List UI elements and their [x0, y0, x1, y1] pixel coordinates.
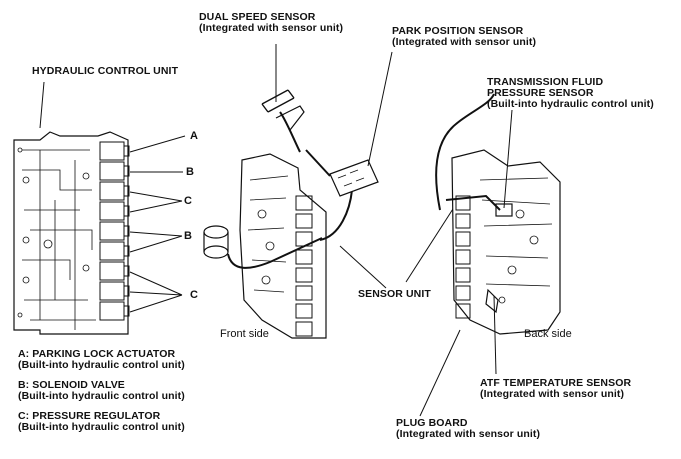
atf-temperature-sensor-title: ATF TEMPERATURE SENSOR	[480, 377, 632, 389]
legend-item-b-title: B: SOLENOID VALVE	[18, 379, 125, 391]
legend-item-a: A: PARKING LOCK ACTUATOR (Built-into hyd…	[18, 349, 185, 371]
dual-speed-sensor-title: DUAL SPEED SENSOR	[199, 11, 316, 23]
label-park-position-sensor: PARK POSITION SENSOR (Integrated with se…	[392, 26, 536, 48]
plug-board-sub: (Integrated with sensor unit)	[396, 428, 541, 440]
legend-item-a-title: A: PARKING LOCK ACTUATOR	[18, 348, 176, 360]
callout-letter-c-lower: C	[190, 289, 198, 301]
legend-item-c-sub: (Built-into hydraulic control unit)	[18, 421, 185, 433]
hcu-leader	[39, 81, 45, 129]
label-plug-board: PLUG BOARD (Integrated with sensor unit)	[396, 418, 540, 440]
label-back-side: Back side	[524, 328, 572, 340]
callout-letter-b-upper: B	[186, 166, 194, 178]
legend-item-b-sub: (Built-into hydraulic control unit)	[18, 390, 185, 402]
label-front-side: Front side	[220, 328, 269, 340]
park-position-sensor-title: PARK POSITION SENSOR	[392, 25, 524, 37]
callout-letter-b-lower: B	[184, 230, 192, 242]
park-position-sensor-sub: (Integrated with sensor unit)	[392, 36, 537, 48]
legend-item-c: C: PRESSURE REGULATOR (Built-into hydrau…	[18, 411, 185, 433]
label-atf-temperature-sensor: ATF TEMPERATURE SENSOR (Integrated with …	[480, 378, 631, 400]
hydraulic-control-unit-drawing	[13, 131, 130, 335]
fluid-pressure-sensor-line2: PRESSURE SENSOR	[487, 87, 594, 99]
legend-item-c-title: C: PRESSURE REGULATOR	[18, 410, 161, 422]
atf-temperature-sensor-sub: (Integrated with sensor unit)	[480, 388, 625, 400]
label-fluid-pressure-sensor: TRANSMISSION FLUID PRESSURE SENSOR (Buil…	[487, 77, 654, 110]
legend-item-a-sub: (Built-into hydraulic control unit)	[18, 359, 185, 371]
dual-speed-sensor-sub: (Integrated with sensor unit)	[199, 22, 344, 34]
callout-letter-c-upper: C	[184, 195, 192, 207]
label-dual-speed-sensor: DUAL SPEED SENSOR (Integrated with senso…	[199, 12, 343, 34]
back-side-drawing	[435, 93, 561, 335]
legend-item-b: B: SOLENOID VALVE (Built-into hydraulic …	[18, 380, 185, 402]
fluid-pressure-sensor-sub: (Built-into hydraulic control unit)	[487, 98, 654, 110]
label-sensor-unit: SENSOR UNIT	[358, 288, 431, 300]
label-hydraulic-control-unit: HYDRAULIC CONTROL UNIT	[32, 65, 179, 77]
callout-letter-a: A	[190, 130, 198, 142]
fluid-pressure-sensor-line1: TRANSMISSION FLUID	[487, 76, 604, 88]
front-side-drawing	[203, 89, 379, 339]
plug-board-title: PLUG BOARD	[396, 417, 468, 429]
